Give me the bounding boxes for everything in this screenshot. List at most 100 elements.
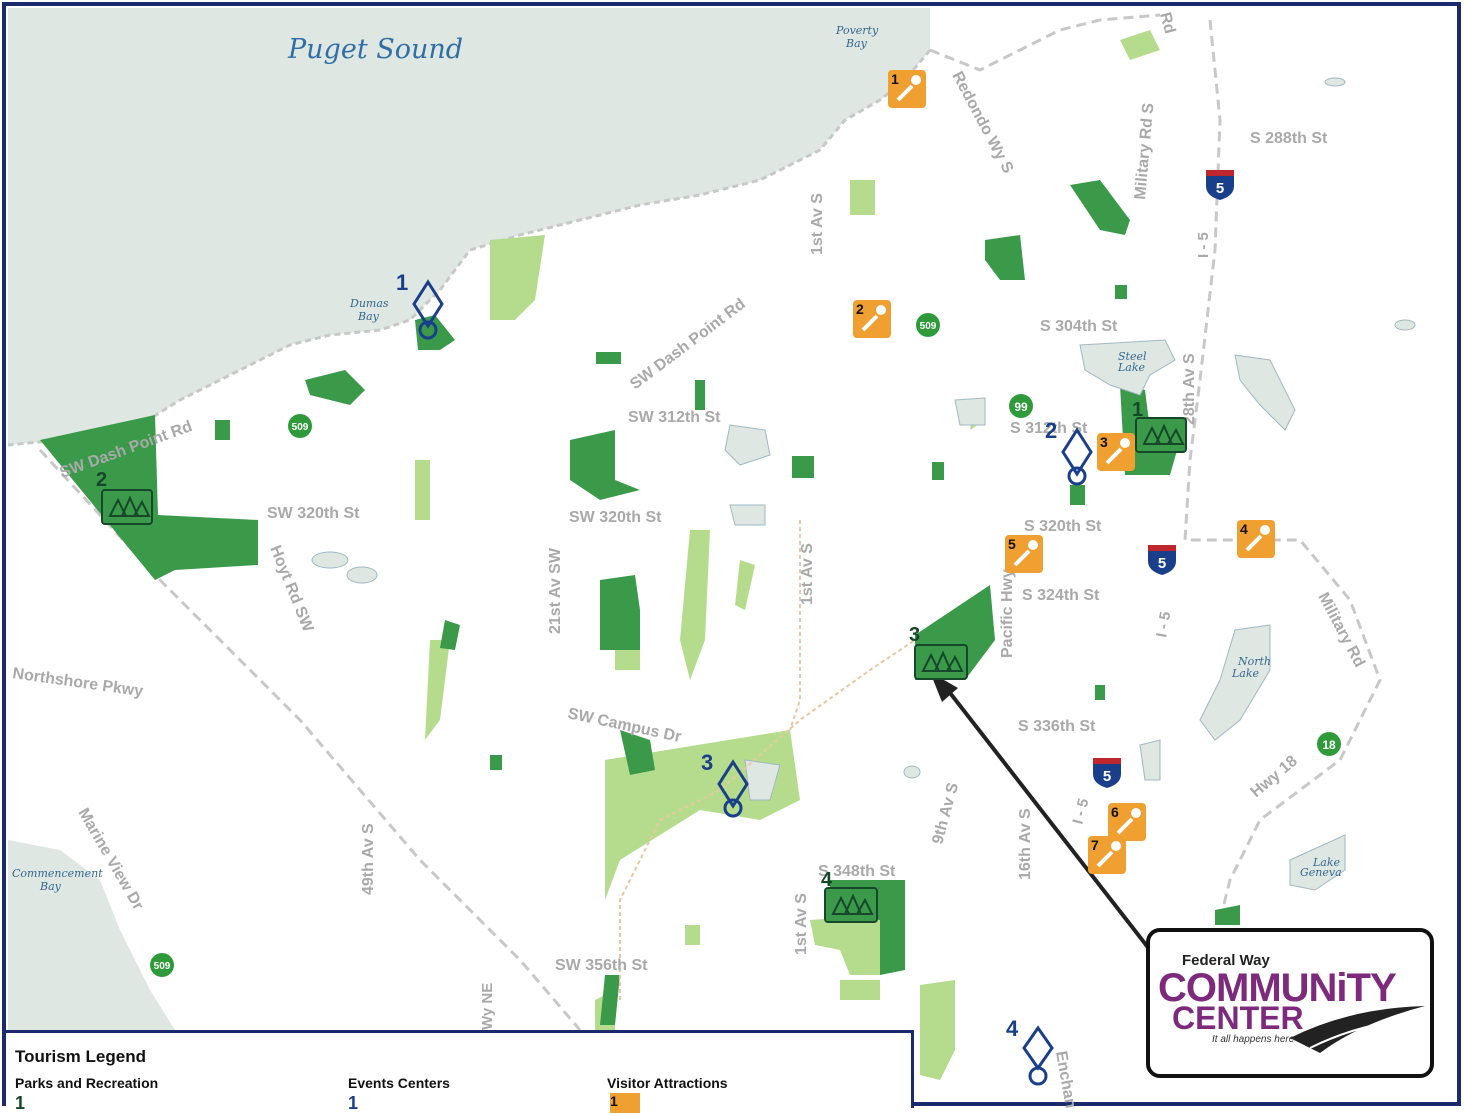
poverty-bay-label-2: Bay <box>845 37 868 50</box>
north-lake-label-2: Lake <box>1231 667 1260 680</box>
svg-text:7: 7 <box>1091 837 1099 853</box>
puget-sound-label: Puget Sound <box>287 34 463 65</box>
road-s-320th: S 320th St <box>1024 518 1102 535</box>
road-1st-av-central: 1st Av S <box>799 543 816 605</box>
event-marker-3[interactable]: 3 <box>701 750 749 818</box>
attraction-marker-3[interactable]: 3 <box>1097 433 1135 471</box>
road-1st-av-north: 1st Av S <box>809 193 826 255</box>
steel-lake-label-1: Steel <box>1118 350 1147 363</box>
svg-text:2: 2 <box>96 469 107 491</box>
commencement-bay-water <box>8 840 175 1030</box>
swoosh-logo <box>1290 1006 1425 1053</box>
road-1st-av-south: 1st Av S <box>793 893 810 955</box>
svg-text:1: 1 <box>396 270 408 295</box>
sr509-shield-1: 509 <box>288 414 312 438</box>
steel-lake-label-2: Lake <box>1117 361 1146 374</box>
svg-text:509: 509 <box>292 422 309 433</box>
road-21st-av: 21st Av SW <box>547 547 564 634</box>
svg-text:3: 3 <box>909 624 920 646</box>
i5-shield-3: 5 <box>1093 758 1121 788</box>
road-sw-356th: SW 356th St <box>555 957 648 974</box>
road-16th-av: 16th Av S <box>1017 808 1034 880</box>
road-wy-ne: Wy NE <box>479 983 496 1030</box>
park-marker-2[interactable]: 2 <box>96 469 153 525</box>
road-sw-320th-central: SW 320th St <box>569 509 662 526</box>
road-rd-top: Rd <box>1156 11 1178 36</box>
svg-text:2: 2 <box>856 301 864 317</box>
legend-parks-example: 1 <box>15 1093 26 1113</box>
attraction-marker-5[interactable]: 5 <box>1005 535 1043 573</box>
tourism-legend: Tourism Legend Parks and Recreation Even… <box>6 1030 914 1113</box>
visitor-attractions: 1 2 3 4 5 6 7 <box>853 70 1275 874</box>
sr99-shield: 99 <box>1009 394 1033 418</box>
svg-text:509: 509 <box>920 321 937 332</box>
steel-lake <box>1079 339 1176 396</box>
dumas-bay-label-2: Bay <box>357 310 380 323</box>
callout-title-2: CENTER <box>1172 1000 1304 1036</box>
road-i5-central: I - 5 <box>1153 610 1174 638</box>
attraction-marker-6[interactable]: 6 <box>1108 803 1146 841</box>
svg-text:3: 3 <box>1100 434 1108 450</box>
svg-text:4: 4 <box>821 869 833 891</box>
road-28th-av: 28th Av S <box>1181 353 1198 425</box>
i5-shield-2: 5 <box>1148 545 1176 575</box>
lake-geneva-label-2: Geneva <box>1300 866 1342 879</box>
event-marker-4[interactable]: 4 <box>1006 1016 1054 1086</box>
events-centers: 1 2 3 4 <box>396 270 1093 1086</box>
svg-text:5: 5 <box>1008 536 1016 552</box>
state-route-shields: 509 509 509 99 18 <box>150 313 1341 977</box>
i5-shield-1: 5 <box>1206 170 1234 200</box>
commencement-bay-label-2: Bay <box>39 880 62 893</box>
legend-events-example: 1 <box>348 1093 359 1113</box>
svg-text:5: 5 <box>1103 768 1111 785</box>
road-s-324th: S 324th St <box>1022 587 1100 604</box>
city-boundary-east <box>1183 19 1382 921</box>
legend-attractions-example: 1 <box>610 1093 640 1113</box>
svg-text:5: 5 <box>1216 180 1224 197</box>
road-s-304th: S 304th St <box>1040 318 1118 335</box>
attraction-marker-4[interactable]: 4 <box>1237 520 1275 558</box>
road-s-348th: S 348th St <box>818 863 896 880</box>
commencement-bay-label-1: Commencement <box>12 867 103 880</box>
road-pacific-hwy: Pacific Hwy <box>999 569 1016 658</box>
callout-city: Federal Way <box>1182 952 1270 969</box>
attraction-marker-2[interactable]: 2 <box>853 300 891 338</box>
dumas-bay-label-1: Dumas <box>349 297 389 310</box>
callout-tagline: It all happens here <box>1212 1034 1295 1045</box>
dash-road <box>619 639 916 1000</box>
svg-text:18: 18 <box>1322 738 1336 752</box>
svg-text:99: 99 <box>1014 400 1028 414</box>
callout-title-1: COMMUNiTY <box>1158 966 1397 1010</box>
road-sw-312th: SW 312th St <box>628 409 721 426</box>
svg-text:4: 4 <box>1240 521 1248 537</box>
community-center-callout[interactable]: Federal Way COMMUNiTY CENTER It all happ… <box>1146 928 1434 1078</box>
callout-arrow <box>938 678 1152 952</box>
lake-geneva <box>1289 834 1346 891</box>
event-marker-2[interactable]: 2 <box>1045 418 1093 486</box>
svg-text:509: 509 <box>154 961 171 972</box>
road-sw-320th-west: SW 320th St <box>267 505 360 522</box>
park-marker-3[interactable]: 3 <box>909 624 968 680</box>
svg-text:4: 4 <box>1006 1016 1019 1041</box>
poverty-bay-label-1: Poverty <box>835 24 879 37</box>
svg-text:6: 6 <box>1111 804 1119 820</box>
attraction-marker-7[interactable]: 7 <box>1088 836 1126 874</box>
svg-text:2: 2 <box>1045 418 1057 443</box>
north-lake-label-1: North <box>1237 655 1271 668</box>
road-s-288th: S 288th St <box>1250 130 1328 147</box>
legend-events-label: Events Centers <box>348 1075 450 1091</box>
road-s-312th: S 312th St <box>1010 420 1088 437</box>
puget-sound-water <box>8 8 930 445</box>
legend-attractions-label: Visitor Attractions <box>607 1075 728 1091</box>
park-markers: 1 2 3 4 <box>96 399 1187 923</box>
interstate-shields: 5 5 5 <box>1093 170 1234 788</box>
lakes <box>311 77 1416 891</box>
road-49th-av: 49th Av S <box>360 823 377 895</box>
svg-text:3: 3 <box>701 750 713 775</box>
park-marker-4[interactable]: 4 <box>821 869 878 923</box>
park-marker-1[interactable]: 1 <box>1132 399 1187 453</box>
event-marker-1[interactable]: 1 <box>396 270 444 340</box>
legend-title: Tourism Legend <box>15 1047 146 1066</box>
attraction-marker-1[interactable]: 1 <box>888 70 926 108</box>
